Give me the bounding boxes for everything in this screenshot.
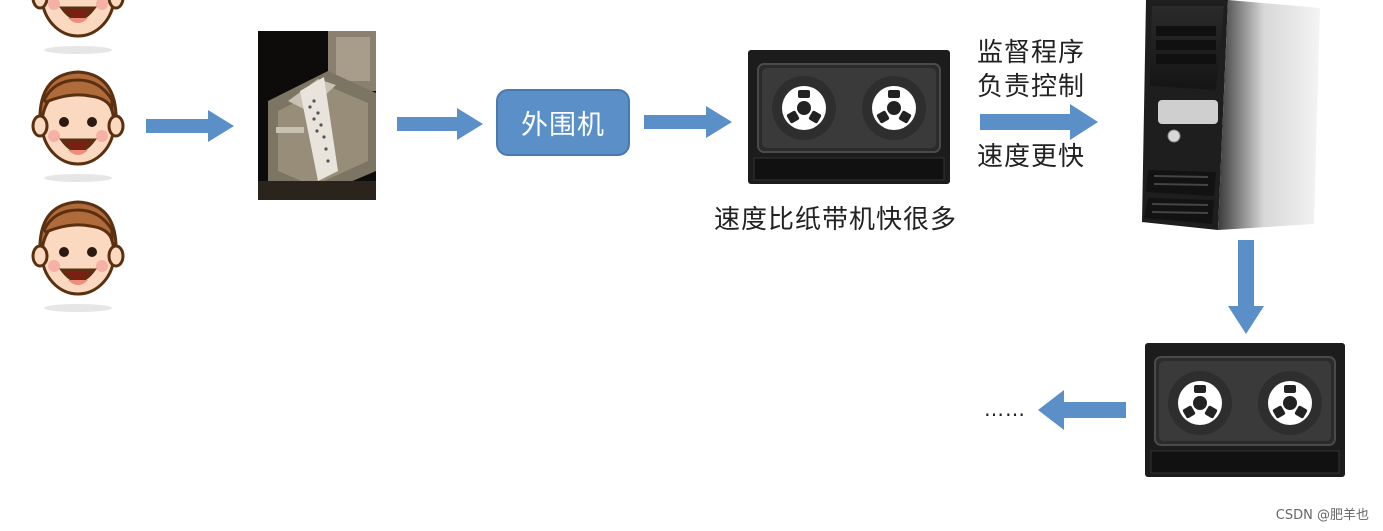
magnetic-tape-icon [1145, 343, 1345, 477]
arrow-icon [397, 108, 483, 140]
person-face-icon [30, 0, 126, 58]
punched-tape-machine-photo [258, 31, 376, 200]
control-label: 负责控制 [977, 72, 1086, 102]
arrow-icon [1228, 240, 1264, 334]
arrow-icon [644, 106, 732, 138]
monitor-program-label: 监督程序 [977, 38, 1086, 68]
arrow-icon [146, 110, 234, 142]
arrow-icon [1038, 390, 1126, 430]
tape-speed-caption: 速度比纸带机快很多 [714, 205, 958, 235]
watermark: CSDN @肥羊也 [1275, 508, 1369, 523]
person-face-icon [30, 196, 126, 316]
person-face-icon [30, 66, 126, 186]
arrow-icon [980, 104, 1098, 140]
speed-faster-label: 速度更快 [977, 142, 1086, 172]
computer-tower-icon [1138, 0, 1324, 234]
peripheral-machine-node: 外围机 [496, 89, 630, 156]
ellipsis-continuation: …… [984, 397, 1026, 421]
magnetic-tape-icon [748, 50, 950, 184]
